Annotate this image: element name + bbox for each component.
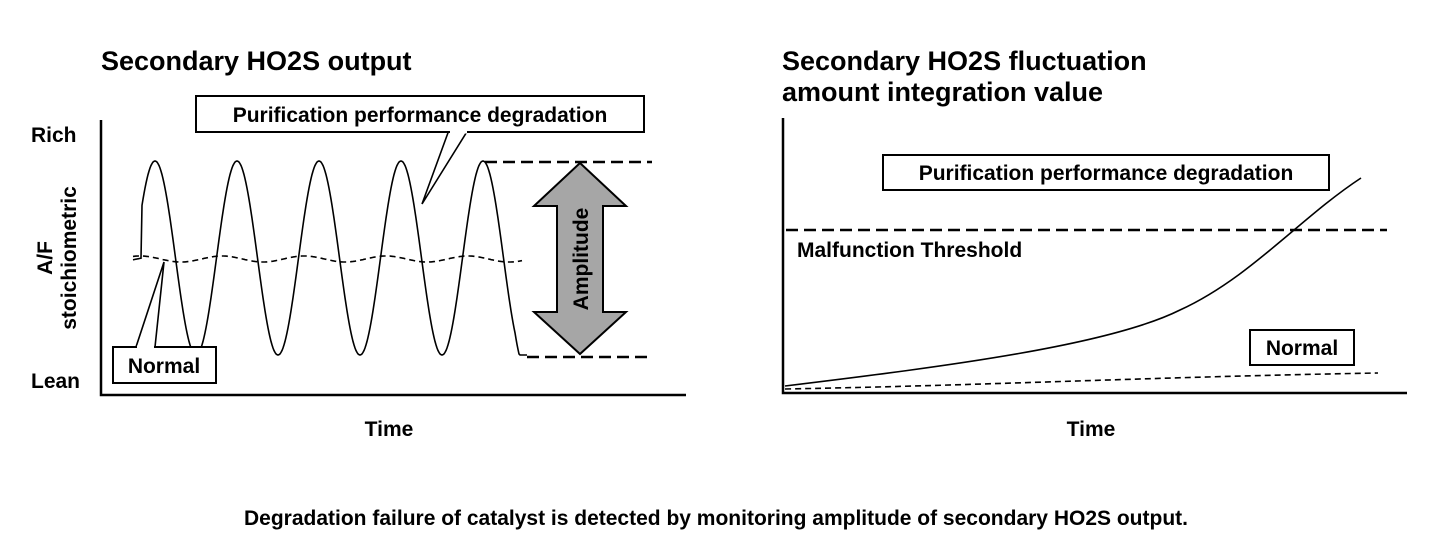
left-degradation-label: Purification performance degradation [233, 104, 608, 127]
y-label-stoichiometric: stoichiometric [58, 186, 81, 330]
amplitude-label: Amplitude [570, 208, 593, 311]
right-normal-label: Normal [1266, 337, 1338, 360]
normal-output-curve [132, 255, 523, 263]
left-panel: Secondary HO2S output Rich Lean A/F stoi… [31, 46, 686, 441]
left-x-label: Time [365, 418, 414, 441]
threshold-label: Malfunction Threshold [797, 239, 1022, 262]
amplitude-arrow [531, 161, 629, 356]
left-panel-title: Secondary HO2S output [101, 46, 412, 76]
y-label-lean: Lean [31, 370, 80, 393]
degradation-callout-pointer [421, 129, 470, 205]
left-normal-label-box [112, 346, 217, 384]
left-axes [99, 120, 686, 397]
normal-callout-pointer [134, 261, 165, 348]
y-label-af: A/F [34, 241, 57, 275]
right-panel: Secondary HO2S fluctuation amount integr… [781, 46, 1407, 441]
right-panel-title-line2: amount integration value [782, 77, 1103, 107]
right-degradation-label: Purification performance degradation [919, 162, 1294, 185]
y-label-rich: Rich [31, 124, 77, 147]
degraded-output-curve [132, 160, 527, 356]
right-panel-title-line1: Secondary HO2S fluctuation [782, 46, 1147, 76]
left-normal-label: Normal [128, 355, 200, 378]
right-x-label: Time [1067, 418, 1116, 441]
right-degradation-label-box [882, 154, 1330, 191]
left-degradation-label-box [195, 95, 645, 133]
right-normal-label-box [1249, 329, 1355, 366]
right-axes [781, 118, 1407, 395]
normal-integration-curve [784, 372, 1379, 390]
caption: Degradation failure of catalyst is detec… [244, 507, 1188, 530]
degraded-integration-curve [784, 177, 1362, 387]
